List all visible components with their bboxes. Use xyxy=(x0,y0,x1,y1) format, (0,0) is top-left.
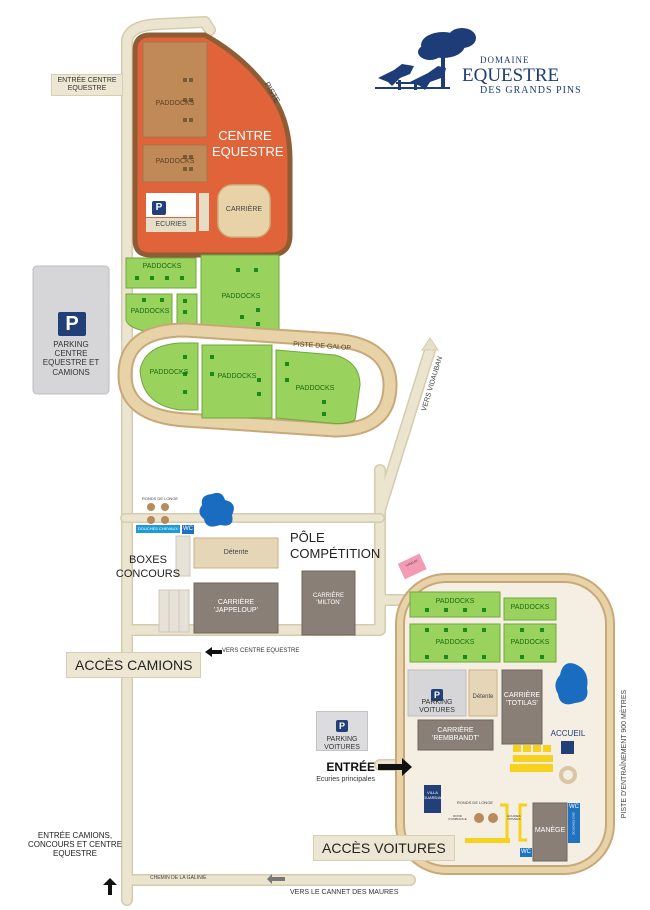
logo-line-grands-pins: DES GRANDS PINS xyxy=(480,85,582,96)
manege-label: MANÈGE xyxy=(534,827,566,834)
ecuries-privees-label: ÉCURIES PRIVÉES xyxy=(507,814,521,822)
wc-badge-pole: WC xyxy=(182,525,194,534)
parking-p-icon-large: P xyxy=(58,312,86,336)
parking-icon-south: P xyxy=(431,685,443,703)
paddocks-north-c: PADDOCKS xyxy=(221,293,261,300)
paddocks-south-4: PADDOCKS xyxy=(510,639,550,646)
pole-competition-area xyxy=(147,492,427,636)
parking-p-icon-south: P xyxy=(431,689,443,701)
paddocks-south-1: PADDOCKS xyxy=(435,598,475,605)
logo-line-equestre: EQUESTRE xyxy=(462,65,560,86)
parking-voitures-text: PARKING VOITURES xyxy=(324,736,360,752)
paddocks-galop-3: PADDOCKS xyxy=(295,385,335,392)
entree-centre-equestre-sign: ENTRÉE CENTRE EQUESTRE xyxy=(51,74,123,97)
carriere-centre-label: CARRIÈRE xyxy=(225,206,263,213)
entree-label: ENTRÉE xyxy=(326,760,375,774)
pole-competition-title: PÔLE COMPÉTITION xyxy=(290,530,381,561)
entree-centre-equestre-text: ENTRÉE CENTRE EQUESTRE xyxy=(57,77,117,93)
boxes-concours-label: BOXES CONCOURS xyxy=(115,554,181,580)
parking-voitures-box: P PARKING VOITURES xyxy=(316,711,368,751)
paddocks-label-centre-top: PADDOCKS xyxy=(155,100,195,107)
douches-chevaux-sign: DOUCHES CHEVAUX xyxy=(136,525,180,533)
wc-badge-south-a: WC xyxy=(568,803,580,812)
rond-dambiance-label: ROND D'AMBIANCE xyxy=(448,814,467,822)
carriere-jappeloup-label: CARRIÈRE 'JAPPELOUP' xyxy=(214,599,258,615)
villa-guardian-label: VILLA GUARDIAN xyxy=(423,790,445,800)
piste-de-galop xyxy=(117,322,398,438)
piste-entrainement-label: PISTE D'ENTRAÎNEMENT 900 MÈTRES xyxy=(620,689,628,819)
vers-centre-equestre-label: VERS CENTRE EQUESTRE xyxy=(222,648,300,654)
centre-equestre-area xyxy=(132,32,293,258)
paddocks-label-centre-mid: PADDOCKS xyxy=(155,158,195,165)
parking-voitures-south-label: PARKING VOITURES xyxy=(419,699,455,715)
parking-p-icon-mid: P xyxy=(336,720,348,732)
paddocks-galop-1: PADDOCKS xyxy=(149,369,189,376)
parking-p-icon: P xyxy=(152,201,166,215)
acces-voitures-sign: ACCÈS VOITURES xyxy=(313,835,455,861)
wc-badge-south-b: WC xyxy=(520,848,532,857)
paddocks-north-b: PADDOCKS xyxy=(130,308,170,315)
logo-line-domaine: DOMAINE xyxy=(480,55,530,65)
chemin-galinie-label: CHEMIN DE LA GALINIÈ xyxy=(150,875,207,881)
acces-camions-text: ACCÈS CAMIONS xyxy=(75,657,193,673)
acces-voitures-text: ACCÈS VOITURES xyxy=(322,840,446,856)
accueil-label: ACCUEIL xyxy=(550,729,586,738)
paddocks-south-2: PADDOCKS xyxy=(510,604,550,611)
entree-camions-concours-label: ENTRÉE CAMIONS, CONCOURS ET CENTRE EQUES… xyxy=(27,831,123,859)
detente-south-label: Détente xyxy=(472,694,494,700)
ronds-de-longe-label: RONDS DE LONGE xyxy=(141,496,179,501)
acces-camions-sign: ACCÈS CAMIONS xyxy=(66,652,202,678)
carriere-milton-label: CARRIÈRE 'MILTON' xyxy=(312,593,344,606)
parking-camions-icon: P xyxy=(58,312,86,336)
vers-cannet-label: VERS LE CANNET DES MAURES xyxy=(290,889,399,896)
south-complex xyxy=(395,573,615,875)
detente-pole-label: Détente xyxy=(223,549,249,556)
paddocks-north-a: PADDOCKS xyxy=(142,263,182,270)
centre-equestre-title: CENTRE EQUESTRE xyxy=(212,128,284,159)
douches-chevaux-text: DOUCHES CHEVAUX xyxy=(137,526,179,531)
parking-icon-centre: P xyxy=(152,197,166,215)
paddocks-south-3: PADDOCKS xyxy=(435,639,475,646)
paddocks-galop-2: PADDOCKS xyxy=(217,373,257,380)
carriere-rembrandt-label: CARRIÈRE 'REMBRANDT' xyxy=(431,727,479,743)
parking-camions-text: PARKING CENTRE EQUESTRE ET CAMIONS xyxy=(42,340,100,377)
arrows xyxy=(103,337,439,895)
ecuries-principales-label: Ecuries principales xyxy=(316,776,375,783)
carriere-totilas-label: CARRIÈRE 'TOTILAS' xyxy=(503,692,541,708)
ecuries-label: ECURIES xyxy=(155,221,187,228)
ronds-de-longe-south-label: RONDS DE LONGE xyxy=(456,800,494,805)
logo-emblem xyxy=(375,28,476,90)
